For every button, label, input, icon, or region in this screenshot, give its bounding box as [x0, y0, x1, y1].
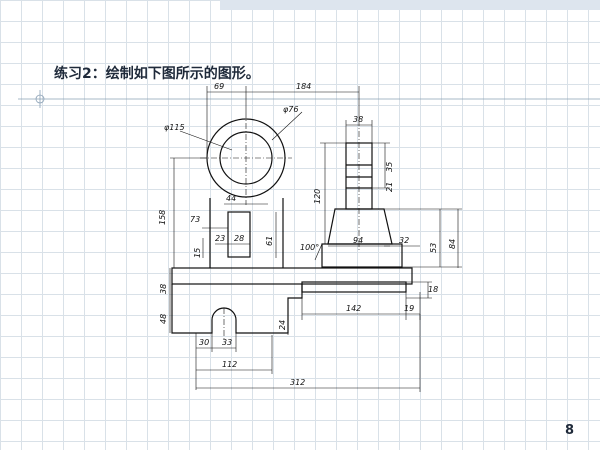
dim-48: 48 [159, 314, 168, 324]
dim-30: 30 [199, 338, 209, 347]
dim-312: 312 [290, 378, 305, 387]
dim-120: 120 [313, 189, 322, 204]
dim-69: 69 [214, 82, 224, 91]
dim-84: 84 [448, 239, 457, 249]
dim-100deg: 100° [300, 243, 319, 252]
dim-phi76: φ76 [283, 105, 298, 114]
dim-53: 53 [429, 243, 438, 253]
header-band [220, 0, 600, 10]
dim-18: 18 [428, 285, 438, 294]
base-plate [171, 267, 413, 285]
dim-23: 23 [215, 234, 225, 243]
dim-phi115: φ115 [164, 123, 185, 132]
dimension-lines [169, 86, 462, 392]
corner-crosshair [18, 90, 600, 108]
dim-19: 19 [404, 304, 414, 313]
dim-142: 142 [346, 304, 361, 313]
support-slot [227, 211, 251, 258]
slide-title: 练习2：绘制如下图所示的图形。 [54, 66, 260, 82]
dim-94: 94 [353, 236, 363, 245]
dim-28: 28 [234, 234, 244, 243]
dim-15: 15 [193, 248, 202, 258]
dim-38-top: 38 [353, 115, 363, 124]
page-number: 8 [564, 423, 574, 438]
center-lines [200, 112, 360, 340]
dim-21: 21 [385, 182, 394, 192]
dim-73: 73 [190, 215, 200, 224]
dim-38-left: 38 [159, 284, 168, 294]
dim-184: 184 [296, 82, 311, 91]
dimension-labels: 69 184 φ76 φ115 38 35 21 120 158 44 73 2… [158, 82, 457, 387]
dim-33: 33 [222, 338, 232, 347]
dim-112: 112 [222, 360, 237, 369]
part-outline [171, 118, 413, 334]
dim-158: 158 [158, 210, 167, 225]
dim-35: 35 [385, 162, 394, 172]
dim-24: 24 [278, 320, 287, 330]
dim-61: 61 [265, 236, 274, 246]
dim-44: 44 [226, 194, 236, 203]
dim-32: 32 [399, 236, 409, 245]
